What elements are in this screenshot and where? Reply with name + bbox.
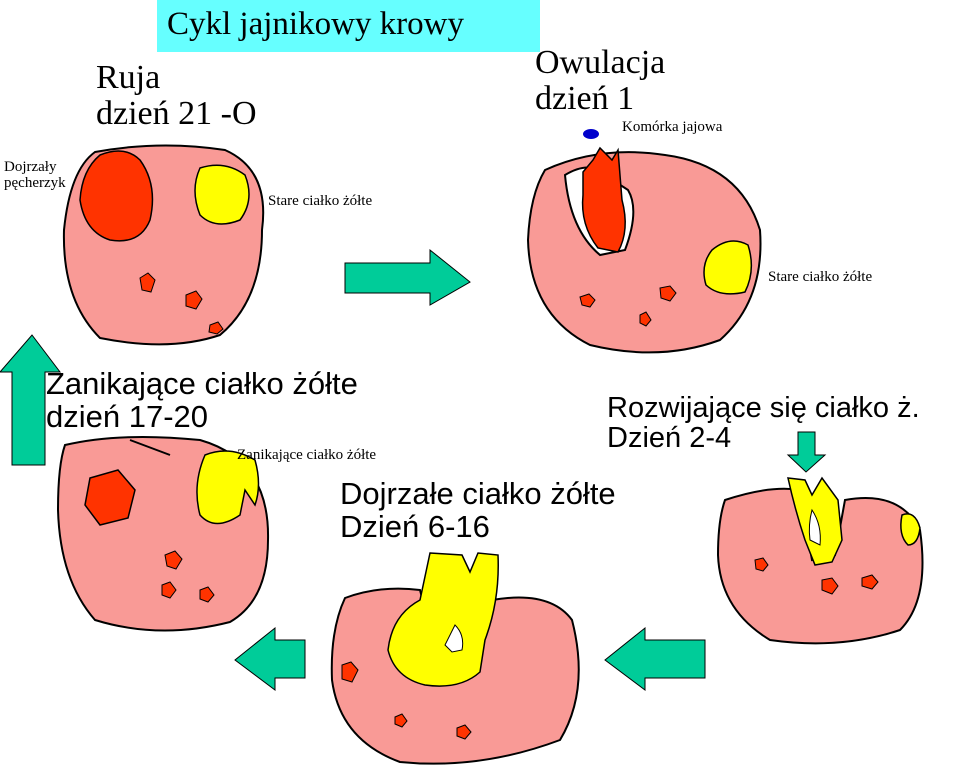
mature-follicle (79, 150, 154, 242)
annotation-oocyte: Komórka jajowa (622, 119, 723, 135)
old-corpus-luteum-2 (703, 240, 753, 295)
oocyte (583, 129, 599, 139)
ovary-dojrzale (330, 552, 580, 765)
arrow-to-mature (604, 626, 706, 691)
ovary-ruja (62, 144, 265, 346)
mature-corpus-luteum (387, 552, 499, 687)
ovary-rozwijajace (716, 476, 924, 645)
annotation-mature-follicle: Dojrzały pęcherzyk (4, 159, 66, 191)
annotation-regressing-cl: Zanikające ciałko żółte (237, 447, 377, 463)
ruptured-follicle (581, 146, 626, 253)
ovary-owulacja (526, 129, 762, 354)
arrow-down (786, 431, 827, 473)
arrow-to-regressing (234, 626, 306, 691)
old-corpus-luteum (194, 164, 250, 225)
regressing-corpus-luteum (196, 450, 260, 525)
old-corpus-luteum-3 (900, 513, 921, 546)
annotation-old-corpus-luteum-1: Stare ciałko żółte (268, 193, 373, 209)
follicle (84, 469, 136, 526)
annotation-old-corpus-luteum-2: Stare ciałko żółte (768, 269, 873, 285)
stage-label-zanikajace: Zanikające ciałko żółte dzień 17-20 (46, 366, 358, 434)
stage-label-dojrzale: Dojrzałe ciałko żółte Dzień 6-16 (340, 476, 616, 544)
stage-label-rozwijajace: Rozwijające się ciałko ż. Dzień 2-4 (607, 392, 920, 455)
stage-label-ruja: Ruja dzień 21 -O (96, 59, 257, 132)
title-box: Cykl jajnikowy krowy (157, 0, 540, 52)
diagram-title: Cykl jajnikowy krowy (167, 6, 464, 42)
arrow-up (0, 334, 62, 466)
ovary-zanikajace (56, 435, 270, 632)
arrow-to-ovulation (344, 248, 471, 306)
stage-label-owulacja: Owulacja dzień 1 (535, 44, 666, 117)
